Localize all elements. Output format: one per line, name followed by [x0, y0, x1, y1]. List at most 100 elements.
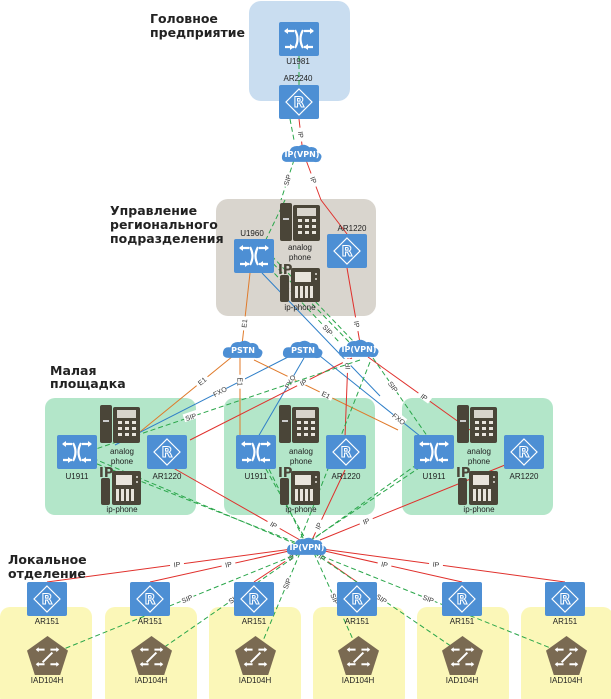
small-site-2-analog-phone[interactable]	[279, 405, 319, 443]
local-title-line-2: отделение	[8, 566, 86, 581]
small-site-3	[402, 398, 553, 515]
small-site-2-analog-label-2: phone	[290, 457, 313, 466]
ip-link-label: IP	[315, 522, 324, 531]
small-site-3-analog-phone[interactable]	[457, 405, 497, 443]
regional-ip-phone[interactable]	[278, 263, 320, 302]
small-title-line-2: площадка	[50, 376, 126, 391]
regional-router-ar1220[interactable]	[327, 234, 367, 268]
small-site-3-router-label: AR1220	[510, 472, 539, 481]
small-site-1-analog-label-1: analog	[110, 447, 134, 456]
local-site-4-router-label: AR151	[345, 617, 370, 626]
regional-site	[216, 199, 376, 316]
section-titles: Головное предприятие Управление регионал…	[8, 11, 245, 581]
fxo-link	[257, 357, 305, 438]
local-site-1-router-ar151[interactable]	[27, 582, 67, 616]
sip-link-label: SIP	[328, 593, 339, 606]
sip-link-label: SIP	[283, 174, 293, 187]
sip-link	[313, 552, 569, 656]
cloud-label: PSTN	[231, 346, 255, 355]
small-site-2-switch-label: U1911	[245, 472, 269, 481]
fxo-link	[319, 355, 426, 441]
small-site-3-ip-phone-label: ip-phone	[463, 505, 495, 514]
small-site-1	[45, 398, 196, 515]
ip-link-label: IP	[345, 362, 352, 369]
small-site-2-analog-label-1: analog	[289, 447, 313, 456]
small-site-3-analog-label-2: phone	[468, 457, 491, 466]
regional-analog-phone[interactable]	[280, 203, 320, 241]
hq-title-line-2: предприятие	[150, 25, 245, 40]
ip-link-label: IP	[432, 562, 440, 570]
ip-link-label: IP	[173, 562, 181, 570]
small-site-1-ip-phone[interactable]	[99, 466, 141, 505]
local-site-6-router-ar151[interactable]	[545, 582, 585, 616]
local-site-5-router-label: AR151	[450, 617, 475, 626]
hq-router-ar2240[interactable]	[279, 85, 319, 119]
small-site-2-router-ar1220[interactable]	[326, 435, 366, 469]
sip-link-label: SIP	[181, 594, 194, 605]
small-site-3-switch-label: U1911	[423, 472, 447, 481]
sip-link-label: SIP	[421, 594, 434, 605]
regional-title-line-2: регионального	[110, 217, 218, 232]
hq-title-line-1: Головное	[150, 11, 218, 26]
hq-switch-label: U1981	[286, 57, 310, 66]
ip-link-label: IP	[352, 321, 360, 329]
ip-link-label: IP	[362, 518, 371, 527]
small-site-1-switch-label: U1911	[66, 472, 90, 481]
local-site-3-iad-label: IAD104H	[239, 676, 272, 685]
small-site-2-ip-phone[interactable]	[278, 466, 320, 505]
sip-link	[280, 159, 295, 201]
pstn-cloud-2[interactable]: PSTN	[282, 340, 323, 359]
e1-link-label: E1	[197, 376, 208, 387]
sip-link	[77, 359, 361, 456]
small-site-2-router-label: AR1220	[332, 472, 361, 481]
small-site-1-router-ar1220[interactable]	[147, 435, 187, 469]
sip-link	[261, 251, 351, 344]
hq-switch-u1981[interactable]	[279, 22, 319, 56]
local-site-5-router-ar151[interactable]	[442, 582, 482, 616]
sip-link	[372, 357, 431, 441]
fxo-link	[114, 355, 291, 446]
local-site-2-iad-label: IAD104H	[135, 676, 168, 685]
sip-link-label: SIP	[185, 413, 198, 423]
regional-switch-u1960[interactable]	[234, 239, 274, 273]
cloud-label: IP(VPN)	[342, 345, 377, 354]
bottom-ip-vpn-cloud[interactable]: IP(VPN)	[286, 537, 327, 556]
local-site-4-iad-label: IAD104H	[342, 676, 375, 685]
ip-link-label: IP	[268, 521, 277, 531]
local-site-3-router-ar151[interactable]	[234, 582, 274, 616]
small-site-1-switch-u1911[interactable]	[57, 435, 97, 469]
small-site-1-ip-phone-label: ip-phone	[106, 505, 138, 514]
regional-ip-phone-label: ip-phone	[284, 303, 316, 312]
local-site-5-iad-label: IAD104H	[446, 676, 479, 685]
top-ip-vpn-cloud[interactable]: IP(VPN)	[281, 144, 322, 163]
e1-link	[241, 272, 251, 346]
small-site-3-router-ar1220[interactable]	[504, 435, 544, 469]
local-site-4-router-ar151[interactable]	[337, 582, 377, 616]
e1-link-label: E1	[241, 319, 249, 328]
local-site-6-iad-label: IAD104H	[550, 676, 583, 685]
small-site-1-analog-label-2: phone	[111, 457, 134, 466]
local-site-6-router-label: AR151	[553, 617, 578, 626]
sip-link	[289, 118, 295, 141]
ip-link-label: IP	[380, 561, 388, 569]
small-site-1-analog-phone[interactable]	[100, 405, 140, 443]
ip-link-label: IP	[225, 561, 233, 569]
ip-link-label: IP	[419, 393, 429, 403]
e1-link-label: E1	[236, 377, 243, 386]
hq-router-label: AR2240	[284, 74, 313, 83]
local-site-2-router-ar151[interactable]	[130, 582, 170, 616]
devices: U1981AR2240IP(VPN)U1960analogphoneip-pho…	[26, 22, 588, 685]
local-site-1-iad-label: IAD104H	[31, 676, 64, 685]
e1-link	[129, 355, 234, 441]
small-site-3-ip-phone[interactable]	[456, 466, 498, 505]
sip-link	[48, 552, 301, 656]
middle-ip-vpn-cloud[interactable]: IP(VPN)	[338, 339, 379, 358]
small-site-3-switch-u1911[interactable]	[414, 435, 454, 469]
sip-link	[152, 552, 301, 656]
ip-link-label: IP	[296, 131, 304, 139]
pstn-cloud-1[interactable]: PSTN	[222, 340, 263, 359]
small-site-2-switch-u1911[interactable]	[236, 435, 276, 469]
regional-title-line-3: подразделения	[110, 231, 224, 246]
